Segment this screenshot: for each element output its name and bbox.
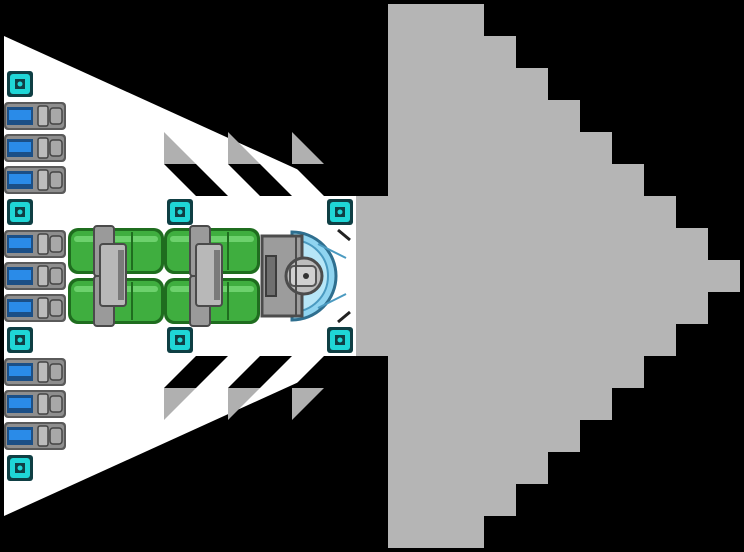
battery-cell[interactable] <box>4 262 66 290</box>
connector-node[interactable] <box>7 327 33 353</box>
hull-wedge <box>4 36 356 516</box>
connector-node[interactable] <box>327 327 353 353</box>
battery-cells <box>4 102 66 450</box>
cockpit-module[interactable] <box>260 228 351 324</box>
connector-node[interactable] <box>7 199 33 225</box>
battery-cell[interactable] <box>4 134 66 162</box>
battery-cell[interactable] <box>4 294 66 322</box>
chevron-stripes-top <box>164 132 356 196</box>
battery-cell[interactable] <box>4 102 66 130</box>
chevron-stripes-bottom <box>164 356 356 420</box>
gray-cone <box>356 4 740 548</box>
connector-node[interactable] <box>7 455 33 481</box>
battery-cell[interactable] <box>4 390 66 418</box>
battery-cell[interactable] <box>4 422 66 450</box>
connector-node[interactable] <box>327 199 353 225</box>
connector-nodes <box>7 71 353 481</box>
battery-cell[interactable] <box>4 358 66 386</box>
fuel-pipe <box>99 243 127 307</box>
fuel-tank-array <box>68 225 260 327</box>
fuel-pipe <box>195 243 223 307</box>
battery-cell[interactable] <box>4 230 66 258</box>
connector-node[interactable] <box>167 327 193 353</box>
connector-node[interactable] <box>167 199 193 225</box>
battery-cell[interactable] <box>4 166 66 194</box>
connector-node[interactable] <box>7 71 33 97</box>
